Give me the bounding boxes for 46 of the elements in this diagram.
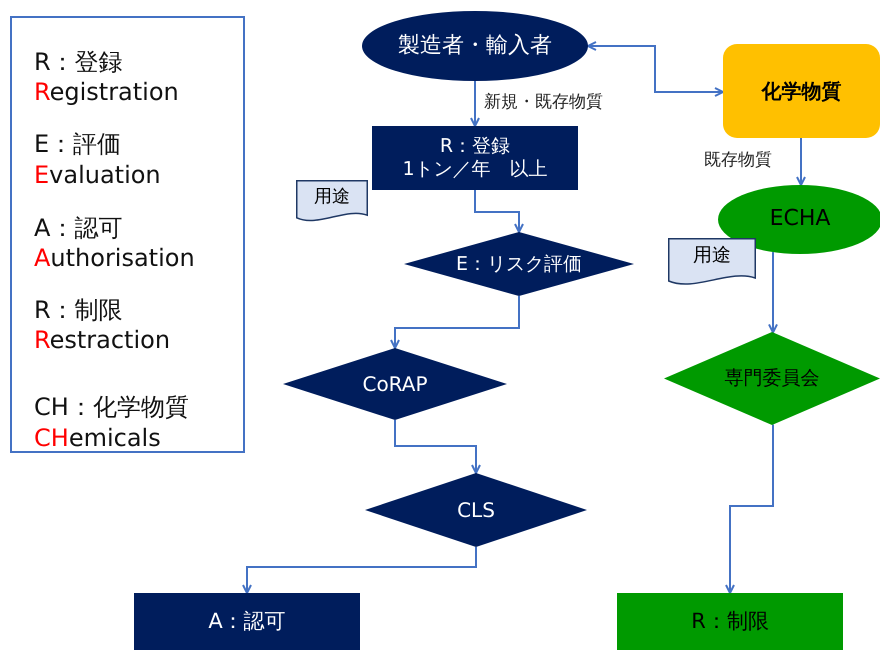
legend-term: R：登録 xyxy=(34,47,123,78)
node-label: CLS xyxy=(457,498,495,522)
node-label: 製造者・輸入者 xyxy=(398,32,552,60)
document-shape xyxy=(668,238,756,288)
edge-label: 新規・既存物質 xyxy=(484,90,603,113)
node-label: 専門委員会 xyxy=(724,367,820,390)
arrow xyxy=(474,190,524,233)
arrow xyxy=(390,296,520,349)
arrow xyxy=(587,41,724,97)
node-label: 用途 xyxy=(314,186,350,208)
legend-term: R：制限 xyxy=(34,295,123,326)
decision-diamond xyxy=(664,332,880,425)
legend-meaning: Authorisation xyxy=(34,244,195,272)
legend-term: A：認可 xyxy=(34,213,122,244)
substance-box xyxy=(723,44,880,138)
arrow xyxy=(725,424,774,594)
node-label: A：認可 xyxy=(208,608,286,634)
result-box xyxy=(617,593,843,650)
arrow xyxy=(242,547,477,594)
node-label: 化学物質 xyxy=(762,79,842,103)
node-label: 用途 xyxy=(693,244,731,267)
result-box xyxy=(134,593,360,650)
legend-meaning: Restraction xyxy=(34,326,170,354)
decision-diamond xyxy=(283,348,507,420)
node-label: CoRAP xyxy=(362,372,428,396)
actor-ellipse xyxy=(362,11,588,81)
decision-diamond xyxy=(365,473,587,547)
legend-meaning: Evaluation xyxy=(34,161,161,189)
node-label: ECHA xyxy=(770,206,830,233)
legend-term: E：評価 xyxy=(34,129,122,160)
node-label: R：登録 xyxy=(440,135,510,158)
legend-meaning: CHemicals xyxy=(34,424,161,452)
decision-diamond xyxy=(404,232,634,296)
document-shape xyxy=(296,180,368,224)
process-box xyxy=(372,126,578,190)
arrow xyxy=(796,138,806,186)
edge-label: 既存物質 xyxy=(704,148,772,171)
node-label: 1トン／年 以上 xyxy=(402,158,548,181)
legend-panel xyxy=(10,16,245,453)
arrow xyxy=(394,420,481,474)
node-label: E：リスク評価 xyxy=(456,252,582,276)
node-label: R：制限 xyxy=(691,608,769,634)
legend-meaning: Registration xyxy=(34,78,179,106)
arrow xyxy=(470,81,480,127)
arrow xyxy=(768,252,778,334)
legend-term: CH：化学物質 xyxy=(34,392,189,423)
